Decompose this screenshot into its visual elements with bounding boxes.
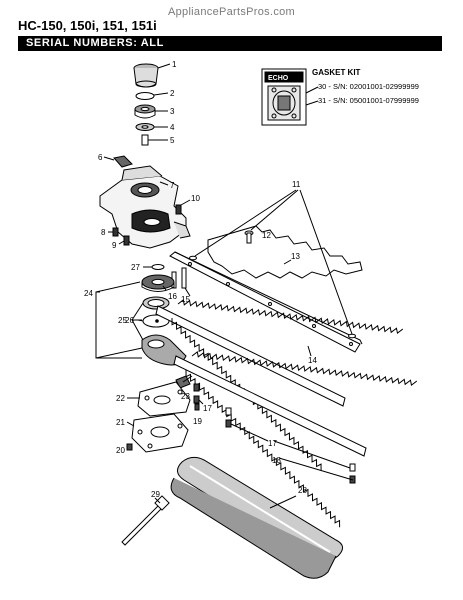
callout-5: 5 xyxy=(170,136,175,145)
part-4-washer xyxy=(135,123,168,131)
part-17-nut-mid xyxy=(225,407,232,428)
part-1-cap xyxy=(133,63,171,88)
callout-4: 4 xyxy=(170,123,175,132)
callout-14: 14 xyxy=(308,356,317,365)
callout-2: 2 xyxy=(170,89,175,98)
part-11-bolt-right xyxy=(348,333,356,339)
lower-cutter-blade xyxy=(173,351,418,528)
part-20-screw xyxy=(126,443,133,451)
part-5-pin xyxy=(141,134,168,146)
callout-10: 10 xyxy=(191,194,200,203)
part-21-gasket xyxy=(126,413,189,453)
gasket-kit-entry-31: 31 - S/N: 05001001-07999999 xyxy=(318,96,419,105)
callout-17-right: 17 xyxy=(268,439,277,448)
callout-24: 24 xyxy=(84,289,93,298)
callout-19: 19 xyxy=(193,417,202,426)
part-12-bolt xyxy=(244,230,254,244)
callout-1: 1 xyxy=(172,60,177,69)
callout-7: 7 xyxy=(170,181,175,190)
serial-banner: SERIAL NUMBERS: ALL xyxy=(18,36,442,51)
gasket-kit-entry-30: 30 - S/N: 02001001-02999999 xyxy=(318,82,419,91)
part-24-gear xyxy=(141,274,175,292)
callout-12: 12 xyxy=(262,231,271,240)
part-7-gear-case xyxy=(99,165,191,249)
watermark: AppliancePartsPros.com xyxy=(167,6,296,18)
callout-9: 9 xyxy=(112,241,117,250)
part-3-bearing xyxy=(134,104,168,119)
part-15-bolt xyxy=(181,267,187,289)
part-11-bolt-left xyxy=(189,255,197,261)
gasket-kit-logo: ECHO xyxy=(268,75,289,82)
callout-27: 27 xyxy=(131,263,140,272)
part-8-screw xyxy=(108,227,119,237)
callout-29: 29 xyxy=(151,490,160,499)
diagram-title: HC-150, 150i, 151, 151i xyxy=(18,18,157,33)
callout-28: 28 xyxy=(298,486,307,495)
part-14-support-bar xyxy=(169,251,363,353)
gasket-kit-title: GASKET KIT xyxy=(312,68,361,77)
serial-banner-text: SERIAL NUMBERS: ALL xyxy=(26,37,164,49)
callout-17-left: 17 xyxy=(203,404,212,413)
part-26-plate-upper xyxy=(142,296,170,310)
callout-16: 16 xyxy=(168,292,177,301)
callout-25: 25 xyxy=(118,316,127,325)
callout-15: 15 xyxy=(181,295,190,304)
part-2-snap-ring xyxy=(135,92,169,100)
callout-3: 3 xyxy=(170,107,175,116)
callout-8: 8 xyxy=(101,228,106,237)
part-13-blade-guard xyxy=(207,225,363,279)
part-27-washer xyxy=(143,264,165,270)
callout-13: 13 xyxy=(291,252,300,261)
part-9-screw xyxy=(118,235,130,246)
callout-6: 6 xyxy=(98,153,103,162)
callout-22: 22 xyxy=(116,394,125,403)
callout-11: 11 xyxy=(292,180,301,189)
part-28-blade-cover xyxy=(170,456,343,579)
callout-21: 21 xyxy=(116,418,125,427)
callout-20: 20 xyxy=(116,446,125,455)
part-22-plate xyxy=(127,381,191,417)
part-10-screw xyxy=(175,199,191,215)
part-29-wrench xyxy=(121,495,170,546)
part-19-nut xyxy=(194,403,200,411)
callout-23: 23 xyxy=(181,392,190,401)
gasket-kit-box xyxy=(261,68,307,126)
part-6-clip xyxy=(103,155,133,168)
callout-26: 26 xyxy=(125,316,134,325)
callout-18: 18 xyxy=(272,456,281,465)
part-17-nut-left xyxy=(193,383,200,404)
